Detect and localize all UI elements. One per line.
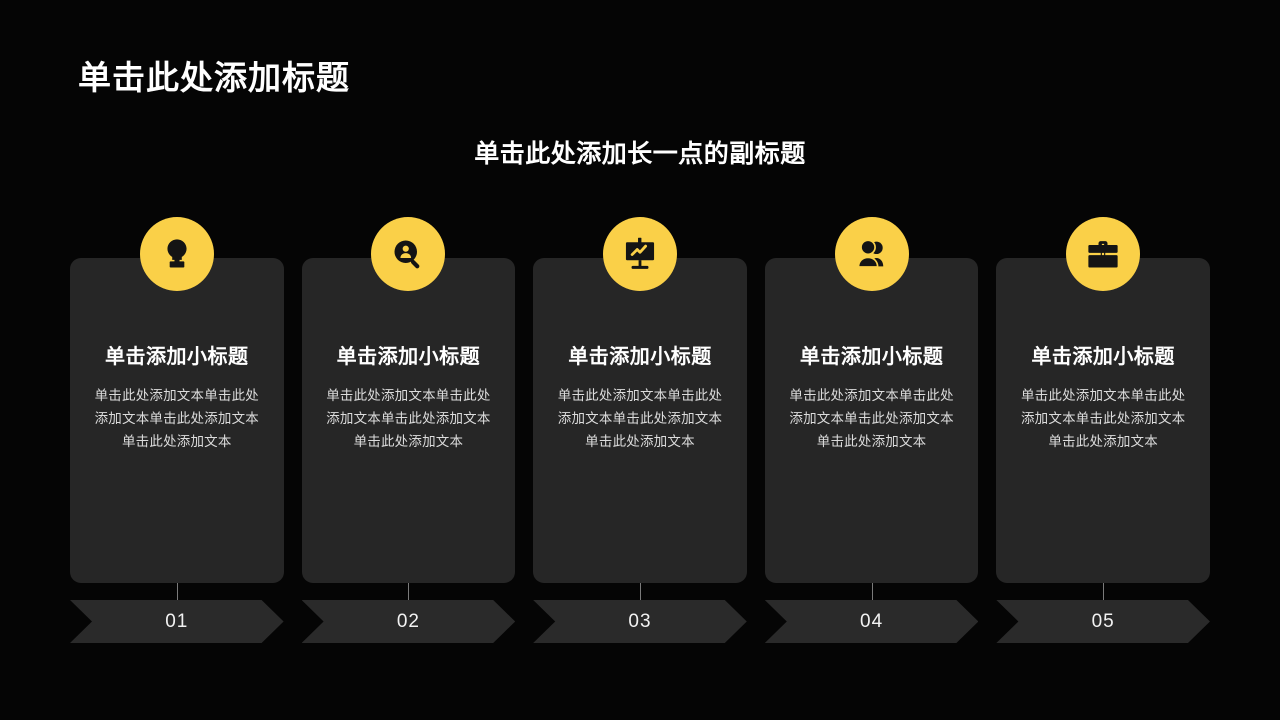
connector-cell [302, 583, 516, 603]
card-heading: 单击添加小标题 [568, 346, 712, 368]
briefcase-icon [1066, 217, 1141, 291]
user-search-icon [371, 217, 446, 291]
card-heading: 单击添加小标题 [105, 346, 249, 368]
connector-line [176, 583, 178, 601]
number-banner[interactable]: 03 [533, 600, 747, 643]
number-banners-row: 01 02 03 04 05 [70, 600, 1210, 643]
connector-cell [533, 583, 747, 603]
card-heading: 单击添加小标题 [799, 346, 944, 368]
number-banner[interactable]: 02 [302, 600, 516, 643]
cards-row: 单击添加小标题 单击此处添加文本单击此处添加文本单击此处添加文本单击此处添加文本… [70, 217, 1210, 583]
info-card[interactable]: 单击添加小标题 单击此处添加文本单击此处添加文本单击此处添加文本单击此处添加文本 [70, 217, 284, 583]
connector-lines [70, 583, 1210, 603]
banner-number: 05 [1091, 610, 1115, 632]
page-subtitle: 单击此处添加长一点的副标题 [474, 140, 806, 168]
info-card[interactable]: 单击添加小标题 单击此处添加文本单击此处添加文本单击此处添加文本单击此处添加文本 [301, 217, 516, 583]
number-banner[interactable]: 01 [70, 600, 284, 643]
info-card[interactable]: 单击添加小标题 单击此处添加文本单击此处添加文本单击此处添加文本单击此处添加文本 [764, 217, 979, 583]
connector-line [639, 583, 641, 601]
connector-cell [70, 583, 284, 603]
banner-number: 03 [628, 610, 652, 632]
presentation-chart-icon [602, 217, 677, 291]
lightbulb-icon [139, 217, 214, 291]
info-card[interactable]: 单击添加小标题 单击此处添加文本单击此处添加文本单击此处添加文本单击此处添加文本 [533, 217, 747, 583]
connector-line [408, 583, 410, 601]
card-heading: 单击添加小标题 [336, 346, 481, 368]
connector-line [871, 583, 873, 601]
connector-cell [765, 583, 979, 603]
card-body: 单击此处添加文本单击此处添加文本单击此处添加文本单击此处添加文本 [1020, 388, 1186, 450]
banner-number: 04 [860, 610, 884, 632]
card-body: 单击此处添加文本单击此处添加文本单击此处添加文本单击此处添加文本 [557, 388, 723, 450]
card-body: 单击此处添加文本单击此处添加文本单击此处添加文本单击此处添加文本 [326, 388, 491, 450]
number-banner[interactable]: 05 [996, 600, 1210, 643]
card-body: 单击此处添加文本单击此处添加文本单击此处添加文本单击此处添加文本 [789, 388, 954, 450]
banner-number: 01 [165, 610, 189, 632]
card-heading: 单击添加小标题 [1031, 346, 1175, 368]
connector-cell [996, 583, 1210, 603]
number-banner[interactable]: 04 [765, 600, 979, 643]
banner-number: 02 [396, 610, 420, 632]
connector-line [1103, 583, 1105, 601]
users-group-icon [834, 217, 909, 291]
page-title: 单击此处添加标题 [78, 59, 350, 96]
info-card[interactable]: 单击添加小标题 单击此处添加文本单击此处添加文本单击此处添加文本单击此处添加文本 [996, 217, 1210, 583]
card-body: 单击此处添加文本单击此处添加文本单击此处添加文本单击此处添加文本 [94, 388, 259, 450]
